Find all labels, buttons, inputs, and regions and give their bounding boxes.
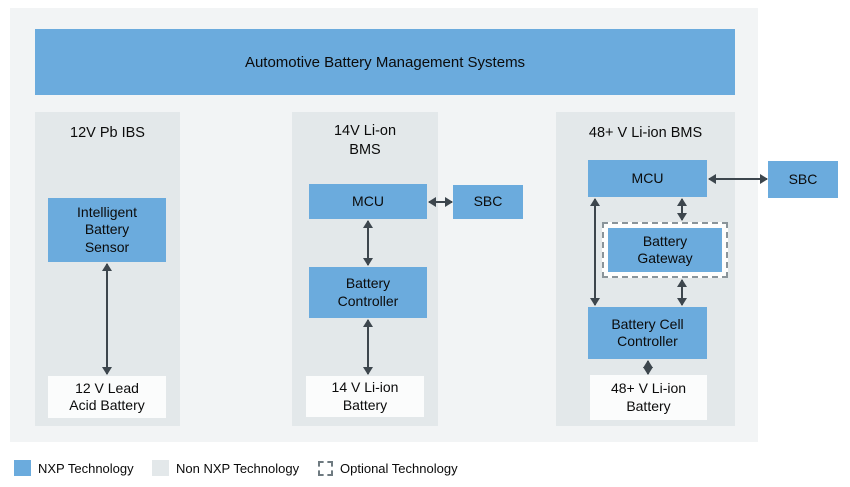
arrow-mcu-sbc-48v (708, 174, 768, 184)
column-14v-lion-bms: 14V Li-on BMS MCU Battery Controller 14 … (292, 112, 438, 426)
title-banner: Automotive Battery Management Systems (35, 29, 735, 95)
liion-battery-box-14v: 14 V Li-ion Battery (306, 376, 424, 417)
arrow-mcu-gateway-48v (677, 198, 687, 221)
sbc-box-14v: SBC (453, 185, 523, 219)
battery-controller-box: Battery Controller (309, 267, 427, 318)
legend-item-non-nxp: Non NXP Technology (152, 459, 299, 477)
battery-gateway-optional-box: Battery Gateway (602, 222, 728, 278)
arrow-cell-controller-battery-48v (643, 360, 653, 375)
legend-item-nxp: NXP Technology (14, 459, 134, 477)
column-12v-pb-ibs: 12V Pb IBS Intelligent Battery Sensor 12… (35, 112, 180, 426)
legend-item-optional: Optional Technology (318, 459, 458, 477)
column-header-14v-lion-bms: 14V Li-on BMS (333, 123, 397, 158)
arrow-gateway-cell-controller-48v (677, 279, 687, 306)
column-48v-liion-bms: 48+ V Li-ion BMS MCU Battery Gateway Bat… (556, 112, 735, 426)
legend-label-nxp: NXP Technology (38, 460, 134, 476)
arrow-controller-battery-14v (363, 319, 373, 375)
battery-cell-controller-box: Battery Cell Controller (588, 307, 707, 359)
column-header-12v-pb-ibs: 12V Pb IBS (70, 125, 145, 141)
optional-technology-swatch-icon (318, 460, 333, 476)
page-title: Automotive Battery Management Systems (244, 53, 526, 71)
legend-label-non-nxp: Non NXP Technology (176, 460, 300, 476)
arrow-sensor-battery (102, 263, 112, 375)
arrow-mcu-cell-controller-48v (590, 198, 600, 306)
liion-battery-box-48v: 48+ V Li-ion Battery (590, 375, 707, 420)
legend-label-optional: Optional Technology (340, 460, 458, 476)
nxp-technology-swatch-icon (14, 460, 31, 476)
column-header-48v-liion-bms: 48+ V Li-ion BMS (588, 125, 703, 141)
mcu-box-48v: MCU (588, 160, 707, 197)
non-nxp-technology-swatch-icon (152, 460, 169, 476)
arrow-mcu-sbc-14v (428, 197, 453, 207)
battery-gateway-label: Battery Gateway (608, 228, 722, 272)
lead-acid-battery-box: 12 V Lead Acid Battery (48, 376, 166, 418)
intelligent-battery-sensor-box: Intelligent Battery Sensor (48, 198, 166, 262)
sbc-box-48v: SBC (768, 161, 838, 198)
mcu-box-14v: MCU (309, 184, 427, 219)
arrow-mcu-controller-14v (363, 220, 373, 266)
